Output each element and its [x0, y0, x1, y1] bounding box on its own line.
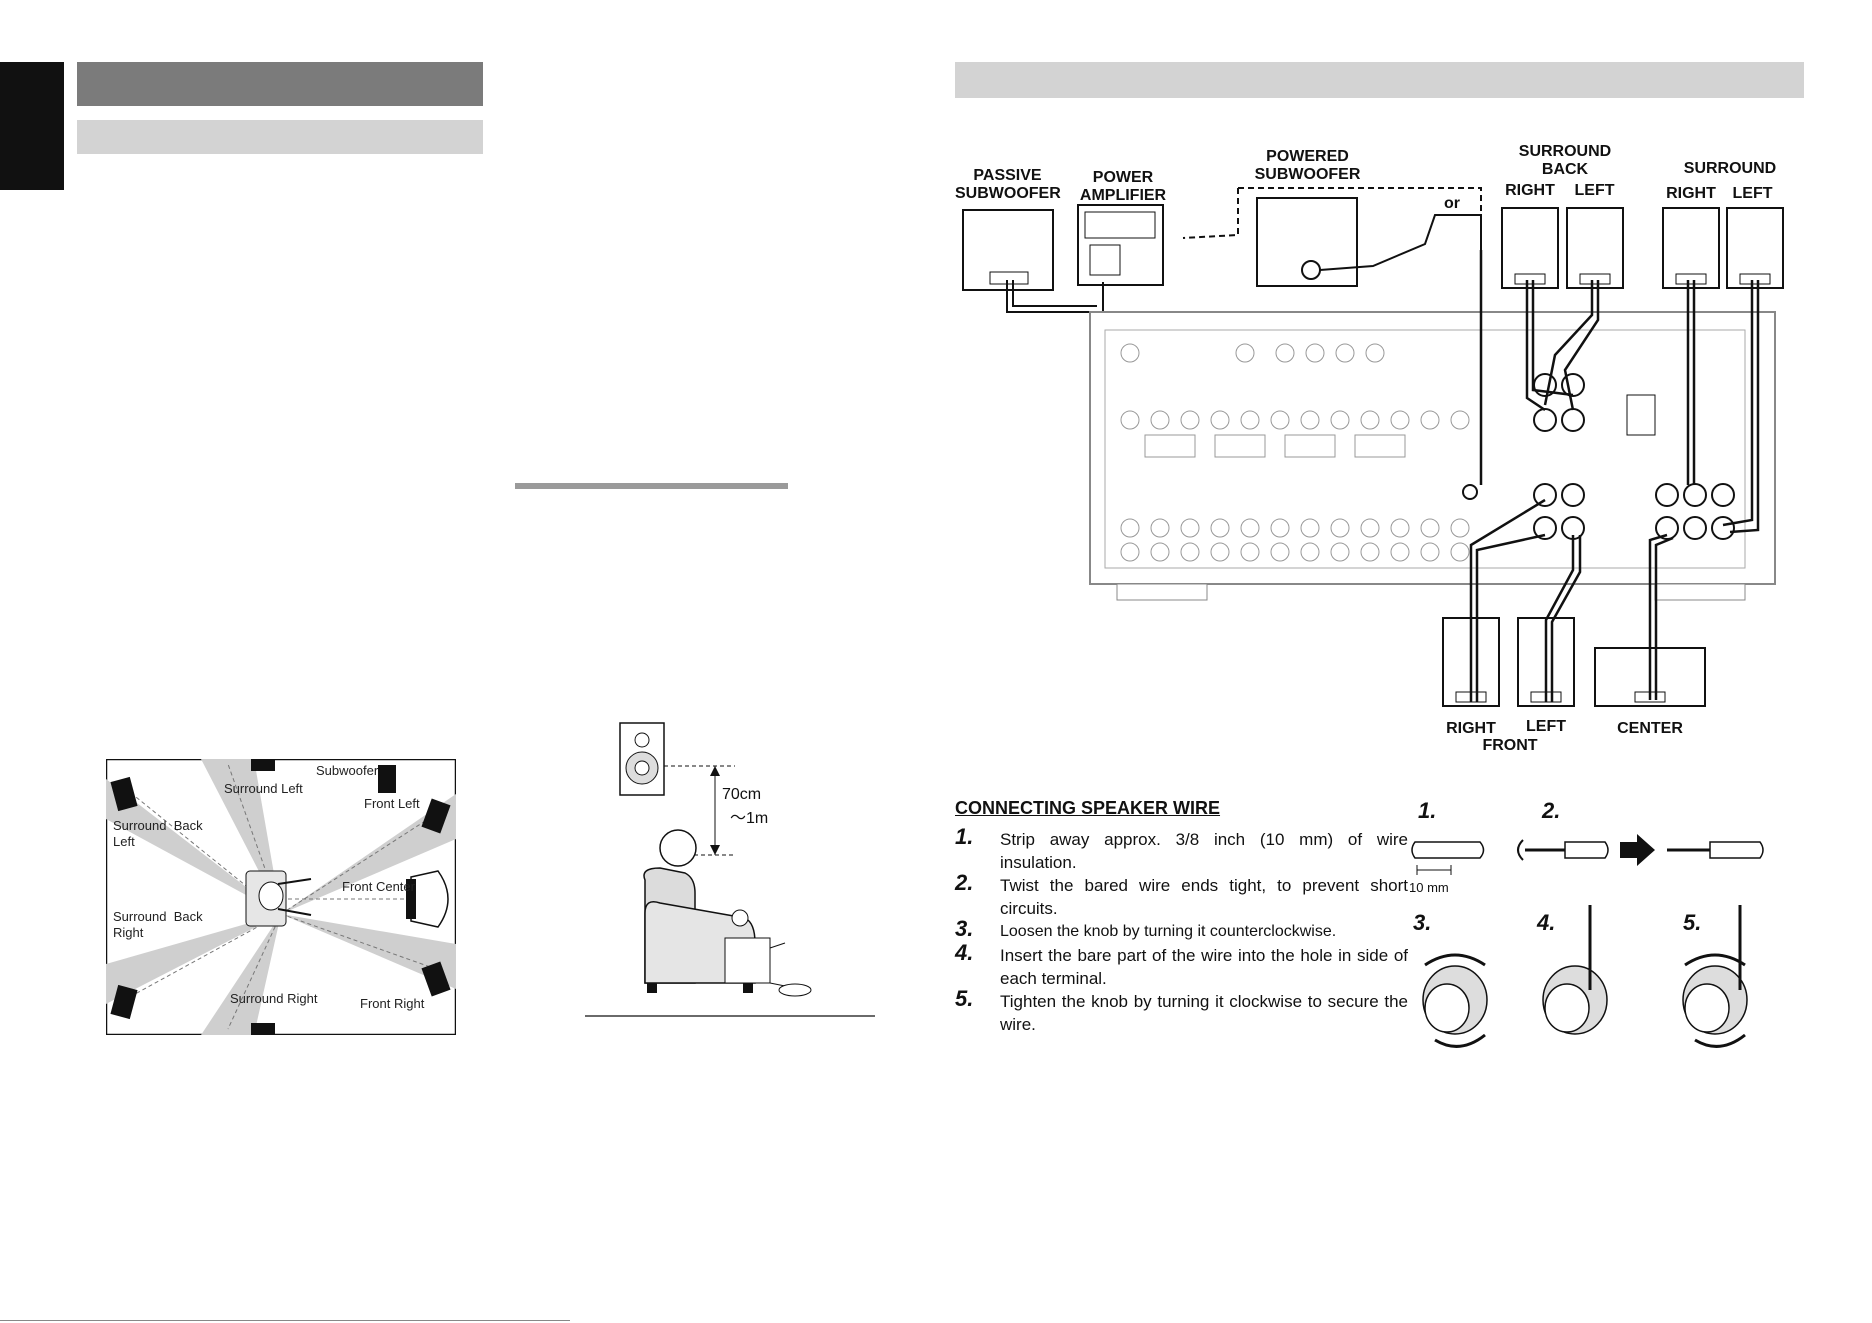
column-divider-rule — [515, 483, 788, 489]
label-front-left: Front Left — [364, 796, 420, 811]
connection-diagram: PASSIVE SUBWOOFER POWER AMPLIFIER POWERE… — [955, 140, 1785, 760]
figure-number-1: 1. — [1418, 798, 1437, 823]
label-surround-back-right: Surround Back Right — [113, 909, 203, 940]
speaker-wire-title: CONNECTING SPEAKER WIRE — [955, 798, 1221, 818]
label-powered-subwoofer: POWERED SUBWOOFER — [1254, 148, 1361, 183]
strip-length-label: 10 mm — [1409, 880, 1449, 895]
label-surround-back-right: RIGHT — [1505, 182, 1555, 199]
room-layout-drawing — [105, 758, 457, 1036]
label-surround-right: Surround Right — [230, 991, 318, 1006]
label-front-center: Front Center — [342, 879, 415, 894]
height-drawing — [585, 722, 875, 1017]
step-text: Twist the bared wire ends tight, to prev… — [1000, 876, 1408, 918]
label-passive-subwoofer: PASSIVE SUBWOOFER — [955, 167, 1061, 202]
chapter-tab — [0, 62, 64, 190]
label-center: CENTER — [1617, 720, 1683, 737]
room-layout-diagram: Subwoofer Surround Left Front Left Surro… — [105, 758, 457, 1036]
label-front: FRONT — [1482, 737, 1538, 754]
figure-number-2: 2. — [1542, 798, 1561, 823]
label-front-left: LEFT — [1526, 718, 1566, 735]
label-surround: SURROUND — [1683, 160, 1777, 177]
figure-number-5: 5. — [1683, 910, 1702, 935]
height-min-label: 70cm — [722, 786, 762, 803]
label-surround-left: Surround Left — [224, 781, 303, 796]
label-subwoofer: Subwoofer — [316, 763, 379, 778]
step-number: 2. — [955, 870, 974, 895]
connection-drawing — [962, 187, 1784, 707]
figure-number-4: 4. — [1537, 910, 1556, 935]
label-surround-left: LEFT — [1732, 185, 1773, 202]
section-header-bar — [77, 62, 483, 106]
step-text: Insert the bare part of the wire into th… — [1000, 946, 1408, 988]
speaker-height-diagram: 70cm ～1m — [585, 718, 885, 1028]
label-front-right: Front Right — [360, 996, 425, 1011]
wire-strip-figures: 10 mm — [1405, 820, 1795, 1060]
label-front-right: RIGHT — [1446, 720, 1496, 737]
step-number: 4. — [955, 940, 974, 965]
step-number: 3. — [955, 916, 974, 941]
subsection-header-bar — [77, 120, 483, 154]
label-surround-back: SURROUND BACK — [1518, 143, 1612, 178]
step-text: Loosen the knob by turning it counterclo… — [1000, 923, 1337, 940]
label-or: or — [1444, 195, 1460, 212]
label-power-amplifier: POWER AMPLIFIER — [1079, 169, 1167, 204]
label-surround-right: RIGHT — [1666, 185, 1716, 202]
label-surround-back-left: Surround Back Left — [113, 818, 203, 849]
step-text: Strip away approx. 3/8 inch (10 mm) of w… — [1000, 830, 1408, 872]
footer-rule — [0, 1320, 570, 1321]
right-page-header-bar — [955, 62, 1804, 98]
height-max-label: ～1m — [730, 810, 769, 827]
label-surround-back-left: LEFT — [1574, 182, 1615, 199]
wire-steps-drawing — [1411, 834, 1764, 1048]
step-text: Tighten the knob by turning it clockwise… — [1000, 992, 1408, 1034]
figure-number-3: 3. — [1413, 910, 1432, 935]
step-number: 1. — [955, 824, 974, 849]
step-number: 5. — [955, 986, 974, 1011]
